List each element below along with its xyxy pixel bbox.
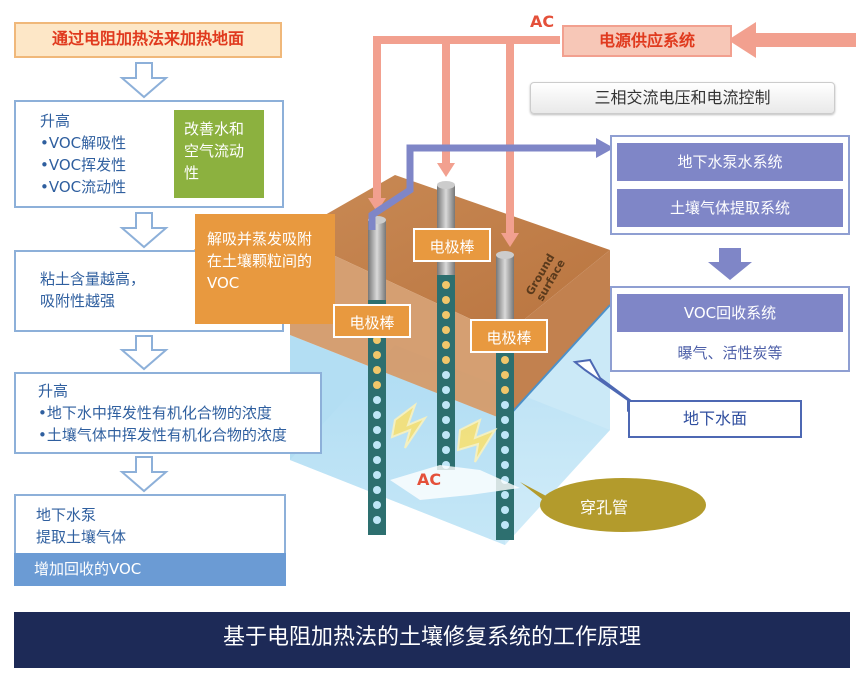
rod-hole	[501, 491, 509, 499]
rod-hole	[442, 311, 450, 319]
electrode-label-3: 电极棒	[470, 319, 548, 353]
voc-methods-text: 曝气、活性炭等	[677, 344, 783, 362]
rod-hole	[373, 366, 381, 374]
rod-hole	[373, 351, 381, 359]
pump-system-tile: 地下水泵水系统	[617, 143, 843, 181]
extraction-line-1: 地下水泵	[36, 506, 97, 524]
increase-line-2: •VOC解吸性	[40, 134, 127, 152]
water-table-line	[504, 304, 611, 421]
rod-hole	[442, 431, 450, 439]
rod-hole	[442, 371, 450, 379]
pump-system-text: 地下水泵水系统	[677, 153, 783, 171]
rod-hole	[442, 386, 450, 394]
rod-hole	[501, 446, 509, 454]
recovered-voc-bar: 增加回收的VOC	[14, 553, 286, 586]
power-input-arrow	[728, 22, 856, 58]
rod-hole	[501, 416, 509, 424]
rod-hole	[373, 516, 381, 524]
rod-hole	[373, 441, 381, 449]
rod-hole	[501, 386, 509, 394]
rod-hole	[442, 326, 450, 334]
voc-recovery-text: VOC回收系统	[683, 304, 777, 322]
air-flow-line-3: 性	[184, 164, 200, 182]
concentration-line-3: •土壤气体中挥发性有机化合物的浓度	[38, 426, 287, 444]
rod-hole	[501, 401, 509, 409]
recovered-voc-text: 增加回收的VOC	[34, 560, 142, 578]
rod-hole	[442, 281, 450, 289]
desorb-line-3: VOC	[207, 274, 240, 292]
air-flow-tile: 改善水和 空气流动 性	[174, 110, 264, 198]
air-flow-line-1: 改善水和	[184, 120, 245, 138]
clay-line-2: 吸附性越强	[40, 292, 116, 310]
rod-hole	[442, 401, 450, 409]
flow-down-arrows	[119, 62, 169, 493]
rod-hole	[373, 396, 381, 404]
water-table-box: 地下水面	[628, 400, 802, 438]
rod-hole	[373, 411, 381, 419]
clay-line-1: 粘土含量越高，	[40, 270, 146, 288]
water-table-text: 地下水面	[682, 409, 747, 428]
ac-feed-arrowheads	[368, 163, 519, 247]
water-table-arrow	[572, 358, 637, 413]
increase-line-1: 升高	[40, 112, 71, 130]
ac-feed-lines	[373, 36, 560, 240]
ac-glow	[390, 465, 520, 500]
rod-hole	[442, 341, 450, 349]
concentration-line-1: 升高	[38, 382, 69, 400]
perforated-pipe-label: 穿孔管	[580, 498, 629, 517]
desorb-line-2: 在土壤颗粒间的	[207, 252, 313, 270]
rod-hole	[373, 381, 381, 389]
rod-hole	[501, 521, 509, 529]
rod-hole	[442, 356, 450, 364]
electrode-label-1: 电极棒	[333, 304, 411, 338]
increase-line-4: •VOC流动性	[40, 178, 127, 196]
three-phase-text: 三相交流电压和电流控制	[594, 88, 771, 107]
extraction-line-2: 提取土壤气体	[36, 528, 127, 546]
perforated-pipe-bubble	[540, 478, 706, 532]
three-phase-box: 三相交流电压和电流控制	[530, 82, 835, 114]
rod-hole	[373, 486, 381, 494]
extraction-pipe-arrowhead	[596, 138, 614, 158]
rod-hole	[442, 296, 450, 304]
rod-hole	[373, 471, 381, 479]
electrode-label-2: 电极棒	[413, 228, 491, 262]
recovery-down-arrow	[708, 248, 752, 280]
ac-label-mid: AC	[417, 470, 442, 489]
power-supply-box: 电源供应系统	[562, 25, 732, 57]
rod-hole	[373, 426, 381, 434]
ac-label-top: AC	[530, 12, 555, 31]
heating-method-text: 通过电阻加热法来加热地面	[51, 29, 244, 48]
rod-hole	[501, 506, 509, 514]
rod-hole	[373, 501, 381, 509]
rod-hole	[501, 431, 509, 439]
rod-hole	[501, 356, 509, 364]
voc-recovery-tile: VOC回收系统	[617, 294, 843, 332]
concentration-line-2: •地下水中挥发性有机化合物的浓度	[38, 404, 272, 422]
rod-hole	[373, 456, 381, 464]
diagram-title: 基于电阻加热法的土壤修复系统的工作原理	[222, 625, 641, 650]
rod-hole	[373, 336, 381, 344]
concentration-box: 升高 •地下水中挥发性有机化合物的浓度 •土壤气体中挥发性有机化合物的浓度	[14, 372, 322, 454]
perforated-pipe-bubble-tail	[520, 482, 556, 510]
increase-line-3: •VOC挥发性	[40, 156, 127, 174]
rod-hole	[501, 461, 509, 469]
soil-gas-tile: 土壤气体提取系统	[617, 189, 843, 227]
power-supply-text: 电源供应系统	[598, 31, 695, 50]
soil-gas-text: 土壤气体提取系统	[669, 199, 790, 217]
rod-hole	[501, 371, 509, 379]
heating-method-box: 通过电阻加热法来加热地面	[14, 22, 282, 58]
desorb-callout: 解吸并蒸发吸附 在土壤颗粒间的 VOC	[195, 214, 335, 324]
rod-hole	[442, 416, 450, 424]
diagram-title-bar: 基于电阻加热法的土壤修复系统的工作原理	[14, 612, 850, 668]
desorb-line-1: 解吸并蒸发吸附	[207, 230, 313, 248]
extraction-pipe	[368, 144, 598, 230]
rod-hole	[442, 446, 450, 454]
spark-icons	[390, 402, 498, 463]
air-flow-line-2: 空气流动	[184, 142, 245, 160]
